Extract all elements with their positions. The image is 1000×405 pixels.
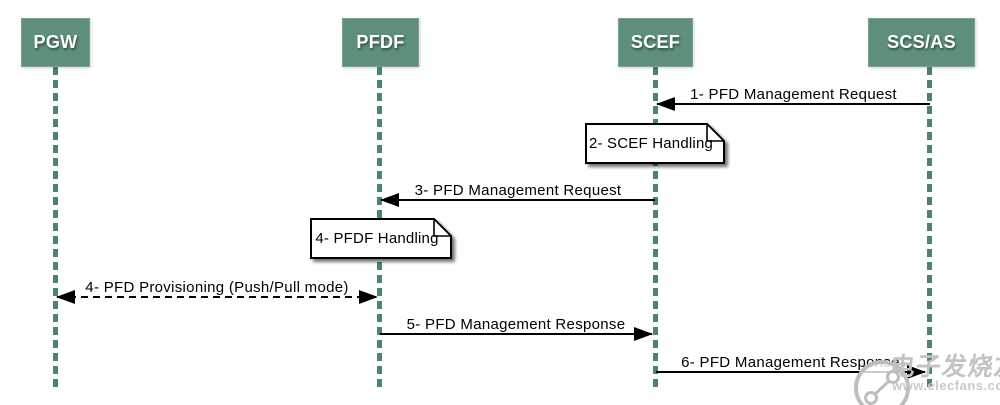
message-3-line <box>381 199 655 201</box>
lifeline-pgw <box>53 67 58 389</box>
message-3: 3- PFD Management Request <box>380 180 655 207</box>
message-5-line <box>380 333 652 335</box>
message-4: 4- PFD Provisioning (Push/Pull mode) <box>56 277 378 304</box>
actor-pfdf: PFDF <box>342 18 419 67</box>
message-1-label: 1- PFD Management Request <box>690 86 897 103</box>
message-1: 1- PFD Management Request <box>656 84 930 111</box>
actor-scef-label: SCEF <box>630 32 681 52</box>
elecfans-logo-icon <box>854 360 910 405</box>
message-5-label: 5- PFD Management Response <box>406 316 626 333</box>
message-5: 5- PFD Management Response <box>380 314 653 341</box>
actor-scef: SCEF <box>618 18 693 67</box>
note-pfdf-handling-label: 4- PFDF Handling <box>315 230 439 247</box>
note-pfdf-handling: 4- PFDF Handling <box>310 218 452 259</box>
lifeline-scs-as <box>927 67 932 389</box>
arrowhead-left <box>56 290 75 304</box>
message-4-line <box>57 296 377 298</box>
message-6-label: 6- PFD Management Response <box>681 354 900 371</box>
arrowhead-right <box>907 365 926 379</box>
note-shape <box>585 123 725 164</box>
watermark-url-text: www.elecfans.com <box>892 378 1000 393</box>
actor-pfdf-label: PFDF <box>356 32 405 52</box>
arrowhead-right <box>634 327 653 341</box>
message-1-line <box>657 103 930 105</box>
message-4-label: 4- PFD Provisioning (Push/Pull mode) <box>85 279 349 296</box>
arrowhead-left <box>380 193 399 207</box>
message-6-line <box>656 371 925 373</box>
actor-pgw-label: PGW <box>33 32 78 52</box>
arrowhead-right <box>359 290 378 304</box>
actor-scs-as: SCS/AS <box>868 18 975 67</box>
note-scef-handling: 2- SCEF Handling <box>585 123 725 164</box>
actor-scs-as-label: SCS/AS <box>887 32 956 52</box>
note-shape <box>310 218 452 259</box>
actor-pgw: PGW <box>21 18 90 67</box>
elecfans-watermark: 电子发烧友 www.elecfans.com <box>840 345 1000 405</box>
message-6: 6- PFD Management Response <box>656 352 926 379</box>
message-3-label: 3- PFD Management Request <box>414 182 622 199</box>
arrowhead-left <box>656 97 675 111</box>
note-scef-handling-label: 2- SCEF Handling <box>588 135 714 152</box>
lifeline-scef <box>653 67 658 389</box>
